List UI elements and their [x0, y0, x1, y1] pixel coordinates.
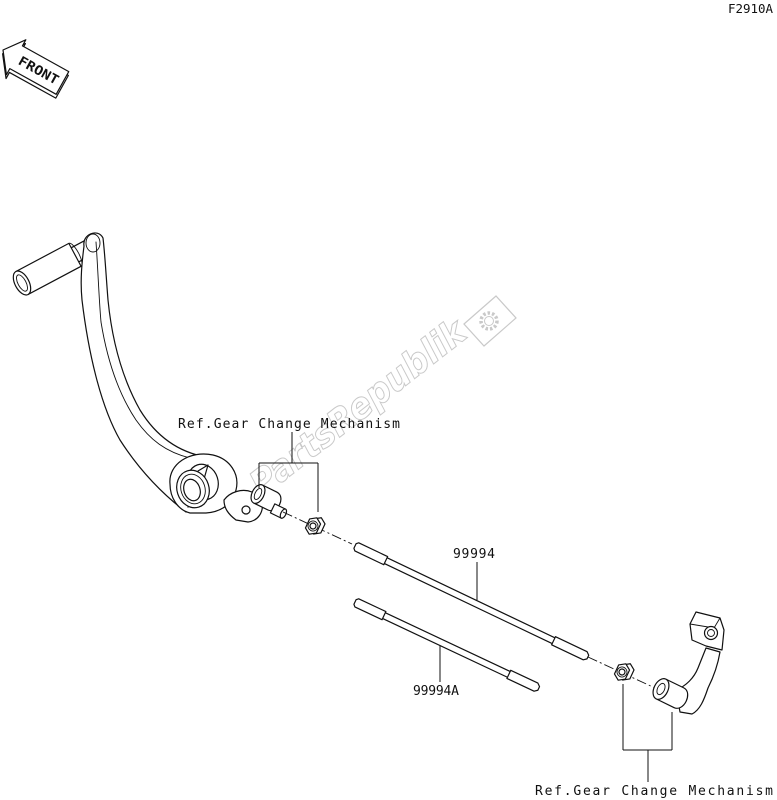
reference-callout-lower: Ref.Gear Change Mechanism: [535, 684, 773, 799]
reference-label-upper: Ref.Gear Change Mechanism: [178, 417, 400, 432]
tie-rod-99994a: [353, 598, 541, 692]
part-callout-99994[interactable]: 99994: [453, 547, 495, 600]
reference-label-lower: Ref.Gear Change Mechanism: [535, 784, 773, 799]
part-callout-99994a[interactable]: 99994A: [413, 646, 459, 699]
part-number-99994a[interactable]: 99994A: [413, 684, 459, 699]
lock-nut-upper: [304, 517, 326, 535]
lever-ball-joint: [652, 678, 689, 709]
front-arrow-icon: FRONT: [2, 39, 70, 99]
figure-code: F2910A: [728, 2, 774, 16]
gear-icon: [463, 295, 517, 347]
shift-pedal: [12, 232, 288, 523]
part-number-99994[interactable]: 99994: [453, 547, 495, 562]
watermark: PartsRepublik: [242, 295, 517, 506]
pedal-pivot-boss: [169, 453, 238, 514]
reference-callout-upper: Ref.Gear Change Mechanism: [178, 417, 400, 512]
pedal-ball-joint-stud: [269, 503, 288, 519]
watermark-text: PartsRepublik: [242, 310, 475, 505]
pedal-foot-peg: [12, 238, 96, 296]
tie-rod-99994: [353, 542, 590, 661]
lock-nut-lower: [613, 663, 635, 681]
